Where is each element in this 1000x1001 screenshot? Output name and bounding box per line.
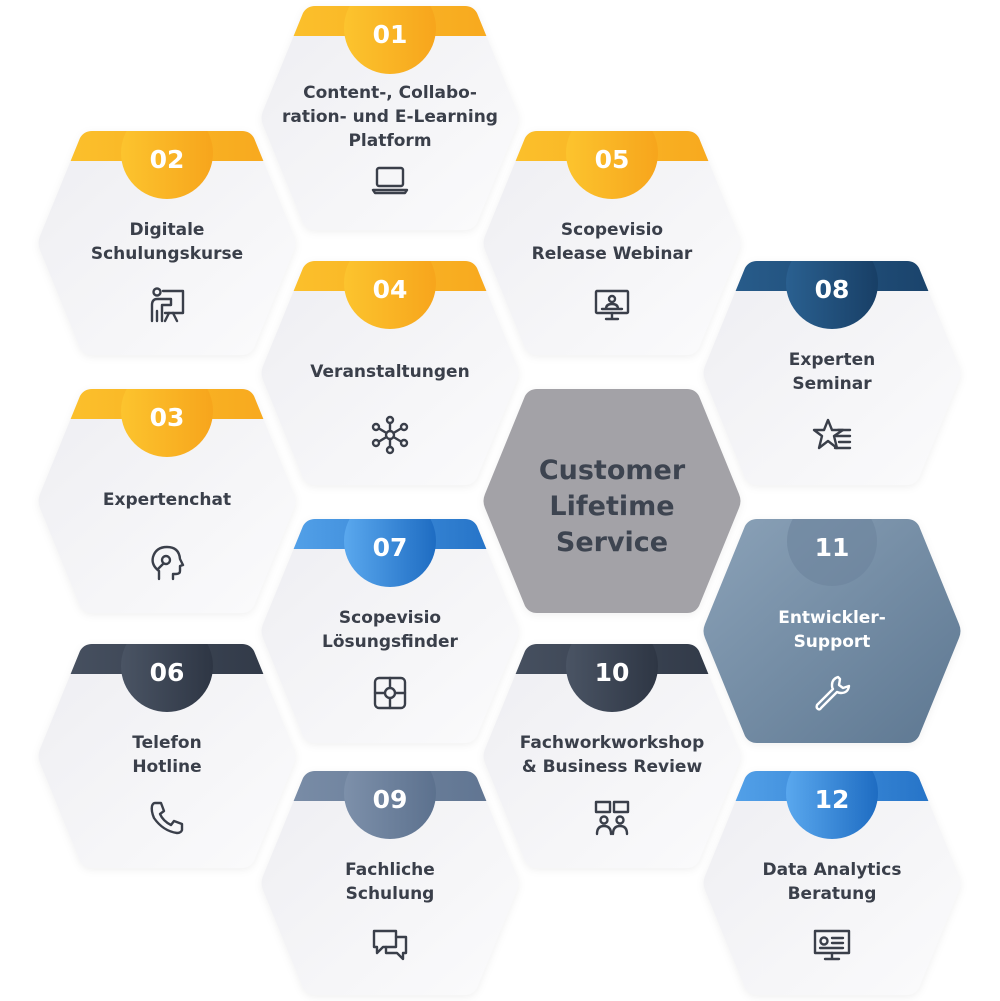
laptop-icon <box>371 166 409 195</box>
step-number: 07 <box>372 533 408 562</box>
service-title-line: Scopevisio <box>560 220 664 240</box>
service-title: Fachworkworkshop & Business Review <box>479 731 745 779</box>
step-number: 04 <box>372 275 408 304</box>
service-title-line: Experten <box>788 350 876 370</box>
wrench-icon <box>815 675 851 711</box>
center-title-line: Lifetime <box>549 491 675 522</box>
step-number: 08 <box>814 275 850 304</box>
network-icon <box>371 415 409 455</box>
service-title-line: Support <box>793 632 871 652</box>
phone-icon <box>150 801 184 835</box>
service-hex-03[interactable]: 03 Expertenchat <box>34 383 300 619</box>
service-hex-04[interactable]: 04 Veranstaltungen <box>257 255 523 491</box>
chat-icon <box>372 929 408 961</box>
number-tab <box>787 519 877 586</box>
webinar-icon <box>594 289 630 321</box>
service-title-line: Data Analytics <box>762 860 902 880</box>
service-hex-10[interactable]: 10 Fachworkworkshop & Business Review <box>479 638 745 874</box>
service-title-line: Content-, Collabo- <box>303 83 477 103</box>
center-title-line: Customer <box>538 455 686 486</box>
step-number: 01 <box>372 20 408 49</box>
service-title-line: Release Webinar <box>531 244 693 264</box>
step-number: 03 <box>149 403 185 432</box>
service-hex-01[interactable]: 01 Content-, Collabo-ration- und E-Learn… <box>257 0 523 236</box>
service-title-line: Platform <box>348 131 432 151</box>
monitor-icon <box>813 929 851 961</box>
meeting-icon <box>594 800 630 836</box>
service-title-line: ration- und E-Learning <box>282 107 498 127</box>
service-title-line: Digitale <box>129 220 205 240</box>
puzzle-hands-icon <box>373 676 407 710</box>
service-title: Veranstaltungen <box>257 360 523 384</box>
step-number: 02 <box>149 145 185 174</box>
service-hex-11[interactable]: 11 Entwickler- Support <box>699 513 965 749</box>
head-icon <box>151 545 185 581</box>
step-number: 10 <box>594 658 630 687</box>
step-number: 11 <box>814 533 850 562</box>
service-title: Entwickler- Support <box>699 606 965 654</box>
service-title-line: Expertenchat <box>102 490 232 510</box>
service-title: Expertenchat <box>34 488 300 512</box>
service-title-line: Hotline <box>132 757 202 777</box>
service-title-line: Schulungskurse <box>90 244 244 264</box>
star-list-icon <box>812 418 852 450</box>
service-title: Content-, Collabo-ration- und E-Learning… <box>257 81 523 153</box>
step-number: 12 <box>814 785 850 814</box>
service-title-line: Seminar <box>792 374 872 394</box>
service-title-line: Veranstaltungen <box>310 362 470 382</box>
step-number: 09 <box>372 785 408 814</box>
service-title-line: Lösungsfinder <box>322 632 458 652</box>
center-title-line: Service <box>555 527 669 558</box>
step-number: 06 <box>149 658 185 687</box>
service-title-line: Fachliche <box>345 860 435 880</box>
service-title-line: Beratung <box>787 884 877 904</box>
service-title-line: Fachworkworkshop <box>519 733 705 753</box>
presenter-icon <box>150 287 185 323</box>
step-number: 05 <box>594 145 630 174</box>
service-title-line: Telefon <box>132 733 202 753</box>
service-title-line: Schulung <box>345 884 435 904</box>
service-title-line: Entwickler- <box>778 608 886 628</box>
service-title-line: & Business Review <box>521 757 703 777</box>
service-title-line: Scopevisio <box>338 608 442 628</box>
